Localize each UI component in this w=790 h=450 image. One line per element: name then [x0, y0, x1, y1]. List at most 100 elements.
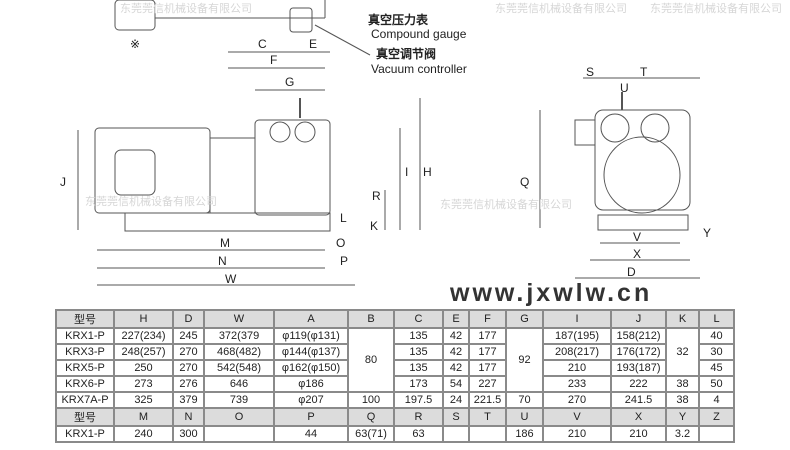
table-header-cell: 型号	[55, 309, 115, 329]
base-frame	[124, 212, 331, 232]
table-cell: 70	[505, 391, 544, 409]
table-cell: 233	[542, 375, 612, 393]
table-cell: 325	[113, 391, 174, 409]
table-cell: 24	[442, 391, 470, 409]
table-cell: 100	[347, 391, 395, 409]
table-cell	[442, 425, 470, 443]
table-cell: φ119(φ131)	[273, 327, 349, 345]
table-cell: 32	[665, 327, 700, 377]
table-cell: 193(187)	[610, 359, 667, 377]
table-header-cell: C	[393, 309, 444, 329]
dim-N: N	[218, 254, 227, 268]
table-cell: 372(379	[203, 327, 275, 345]
table-cell: 45	[698, 359, 735, 377]
fan-cover	[603, 136, 681, 214]
table-header-cell: J	[610, 309, 667, 329]
table-cell: φ207	[273, 391, 349, 409]
table-header-cell: A	[273, 309, 349, 329]
table-cell: 176(172)	[610, 343, 667, 361]
dimension-labels: ※ C E F G J I H R K L M O N P W S T U Q …	[60, 37, 711, 286]
table-header-cell: Z	[698, 407, 735, 427]
table-cell: 38	[665, 375, 700, 393]
table-cell: 187(195)	[542, 327, 612, 345]
dim-R: R	[372, 189, 381, 203]
table-cell: 42	[442, 327, 470, 345]
controller-en: Vacuum controller	[371, 62, 467, 76]
table-cell: 42	[442, 343, 470, 361]
table-cell: 177	[468, 327, 507, 345]
table-cell: 54	[442, 375, 470, 393]
table-header-cell: V	[542, 407, 612, 427]
table-cell	[698, 425, 735, 443]
table-header-cell: M	[113, 407, 174, 427]
note-mark: ※	[130, 37, 140, 51]
dim-J: J	[60, 175, 66, 189]
table-cell: 177	[468, 343, 507, 361]
table-header-cell: G	[505, 309, 544, 329]
table-header-cell: L	[698, 309, 735, 329]
table-header-cell: T	[468, 407, 507, 427]
table-cell: φ144(φ137)	[273, 343, 349, 361]
table-cell: 245	[172, 327, 205, 345]
watermark: 东莞莞信机械设备有限公司	[440, 198, 572, 211]
dim-E: E	[309, 37, 317, 51]
watermark: 东莞莞信机械设备有限公司	[85, 195, 217, 208]
table-cell: 222	[610, 375, 667, 393]
dim-C: C	[258, 37, 267, 51]
dim-P: P	[340, 254, 348, 268]
table-header-cell: X	[610, 407, 667, 427]
table-header-cell: P	[273, 407, 349, 427]
table-cell: 227	[468, 375, 507, 393]
gauge-en: Compound gauge	[371, 27, 467, 41]
dim-I: I	[405, 165, 408, 179]
table-cell: 80	[347, 327, 395, 393]
dim-U: U	[620, 81, 629, 95]
table-cell	[203, 425, 275, 443]
dim-X: X	[633, 247, 641, 261]
table-header-cell: O	[203, 407, 275, 427]
top-motor-box	[114, 0, 156, 31]
dim-G: G	[285, 75, 294, 89]
dim-H: H	[423, 165, 432, 179]
table-cell: 248(257)	[113, 343, 174, 361]
table-cell: 44	[273, 425, 349, 443]
table-cell	[468, 425, 507, 443]
table-cell: 92	[505, 327, 544, 393]
dim-S: S	[586, 65, 594, 79]
table-cell: 250	[113, 359, 174, 377]
table-cell: 300	[172, 425, 205, 443]
table-cell: 270	[172, 343, 205, 361]
table-cell: 208(217)	[542, 343, 612, 361]
table-cell: 63	[393, 425, 444, 443]
table-cell: 227(234)	[113, 327, 174, 345]
table-cell: KRX5-P	[55, 359, 115, 377]
table-cell: 42	[442, 359, 470, 377]
table-header-cell: N	[172, 407, 205, 427]
table-cell: 240	[113, 425, 174, 443]
table-cell: φ162(φ150)	[273, 359, 349, 377]
table-header-cell: D	[172, 309, 205, 329]
table-cell: 186	[505, 425, 544, 443]
dim-V: V	[633, 230, 641, 244]
controller-cn: 真空调节阀	[376, 46, 436, 61]
table-cell: 276	[172, 375, 205, 393]
table-cell: 40	[698, 327, 735, 345]
dim-D: D	[627, 265, 636, 279]
table-cell: 210	[610, 425, 667, 443]
table-header-cell: F	[468, 309, 507, 329]
table-cell: 270	[542, 391, 612, 409]
dim-Q: Q	[520, 175, 529, 189]
site-watermark: www.jxwlw.cn	[450, 279, 653, 307]
table-cell: 273	[113, 375, 174, 393]
end-view-body	[594, 109, 691, 211]
table-cell: 197.5	[393, 391, 444, 409]
